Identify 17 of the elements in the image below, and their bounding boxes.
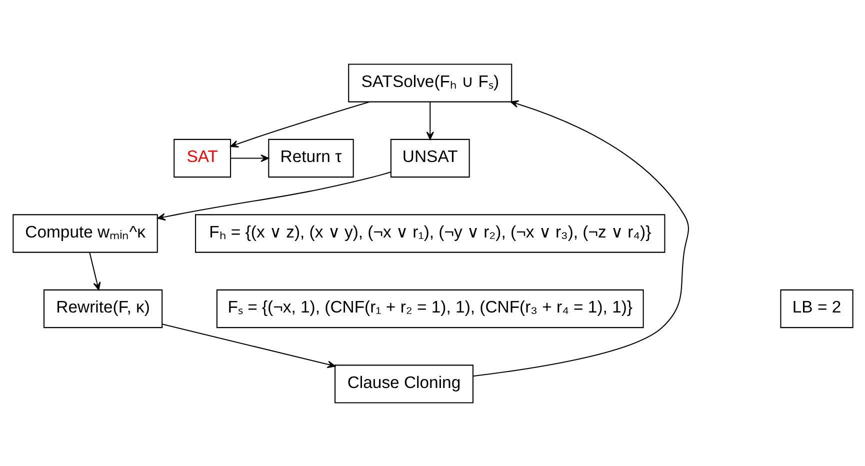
- arrow: [426, 102, 434, 140]
- node-box: SAT: [173, 138, 231, 178]
- arrow: [162, 323, 336, 368]
- node-box: Compute wₘᵢₙ^κ: [12, 214, 158, 252]
- node-box: LB = 2: [780, 288, 853, 328]
- arrow: [230, 154, 268, 162]
- node-box: Fₕ = {(x ∨ z), (x ∨ y), (¬x ∨ r₁), (¬y ∨ r₂), (¬x ∨ r₃), (¬z ∨ r₄)}: [194, 214, 665, 252]
- arrow: [472, 100, 688, 376]
- node-box: Fₛ = {(¬x, 1), (CNF(r₁ + r₂ = 1), 1), (CNF(r₃ + r₄ = 1), 1)}: [216, 288, 644, 328]
- arrow: [88, 252, 100, 290]
- node-box: UNSAT: [390, 138, 470, 178]
- node-box: Rewrite(F, κ): [42, 288, 162, 328]
- node-box: Clause Cloning: [334, 364, 473, 403]
- node-box: Return τ: [268, 138, 354, 178]
- node-box: SATSolve(Fₕ ∪ Fₛ): [348, 63, 512, 102]
- arrow: [230, 100, 369, 148]
- arrow: [156, 171, 390, 220]
